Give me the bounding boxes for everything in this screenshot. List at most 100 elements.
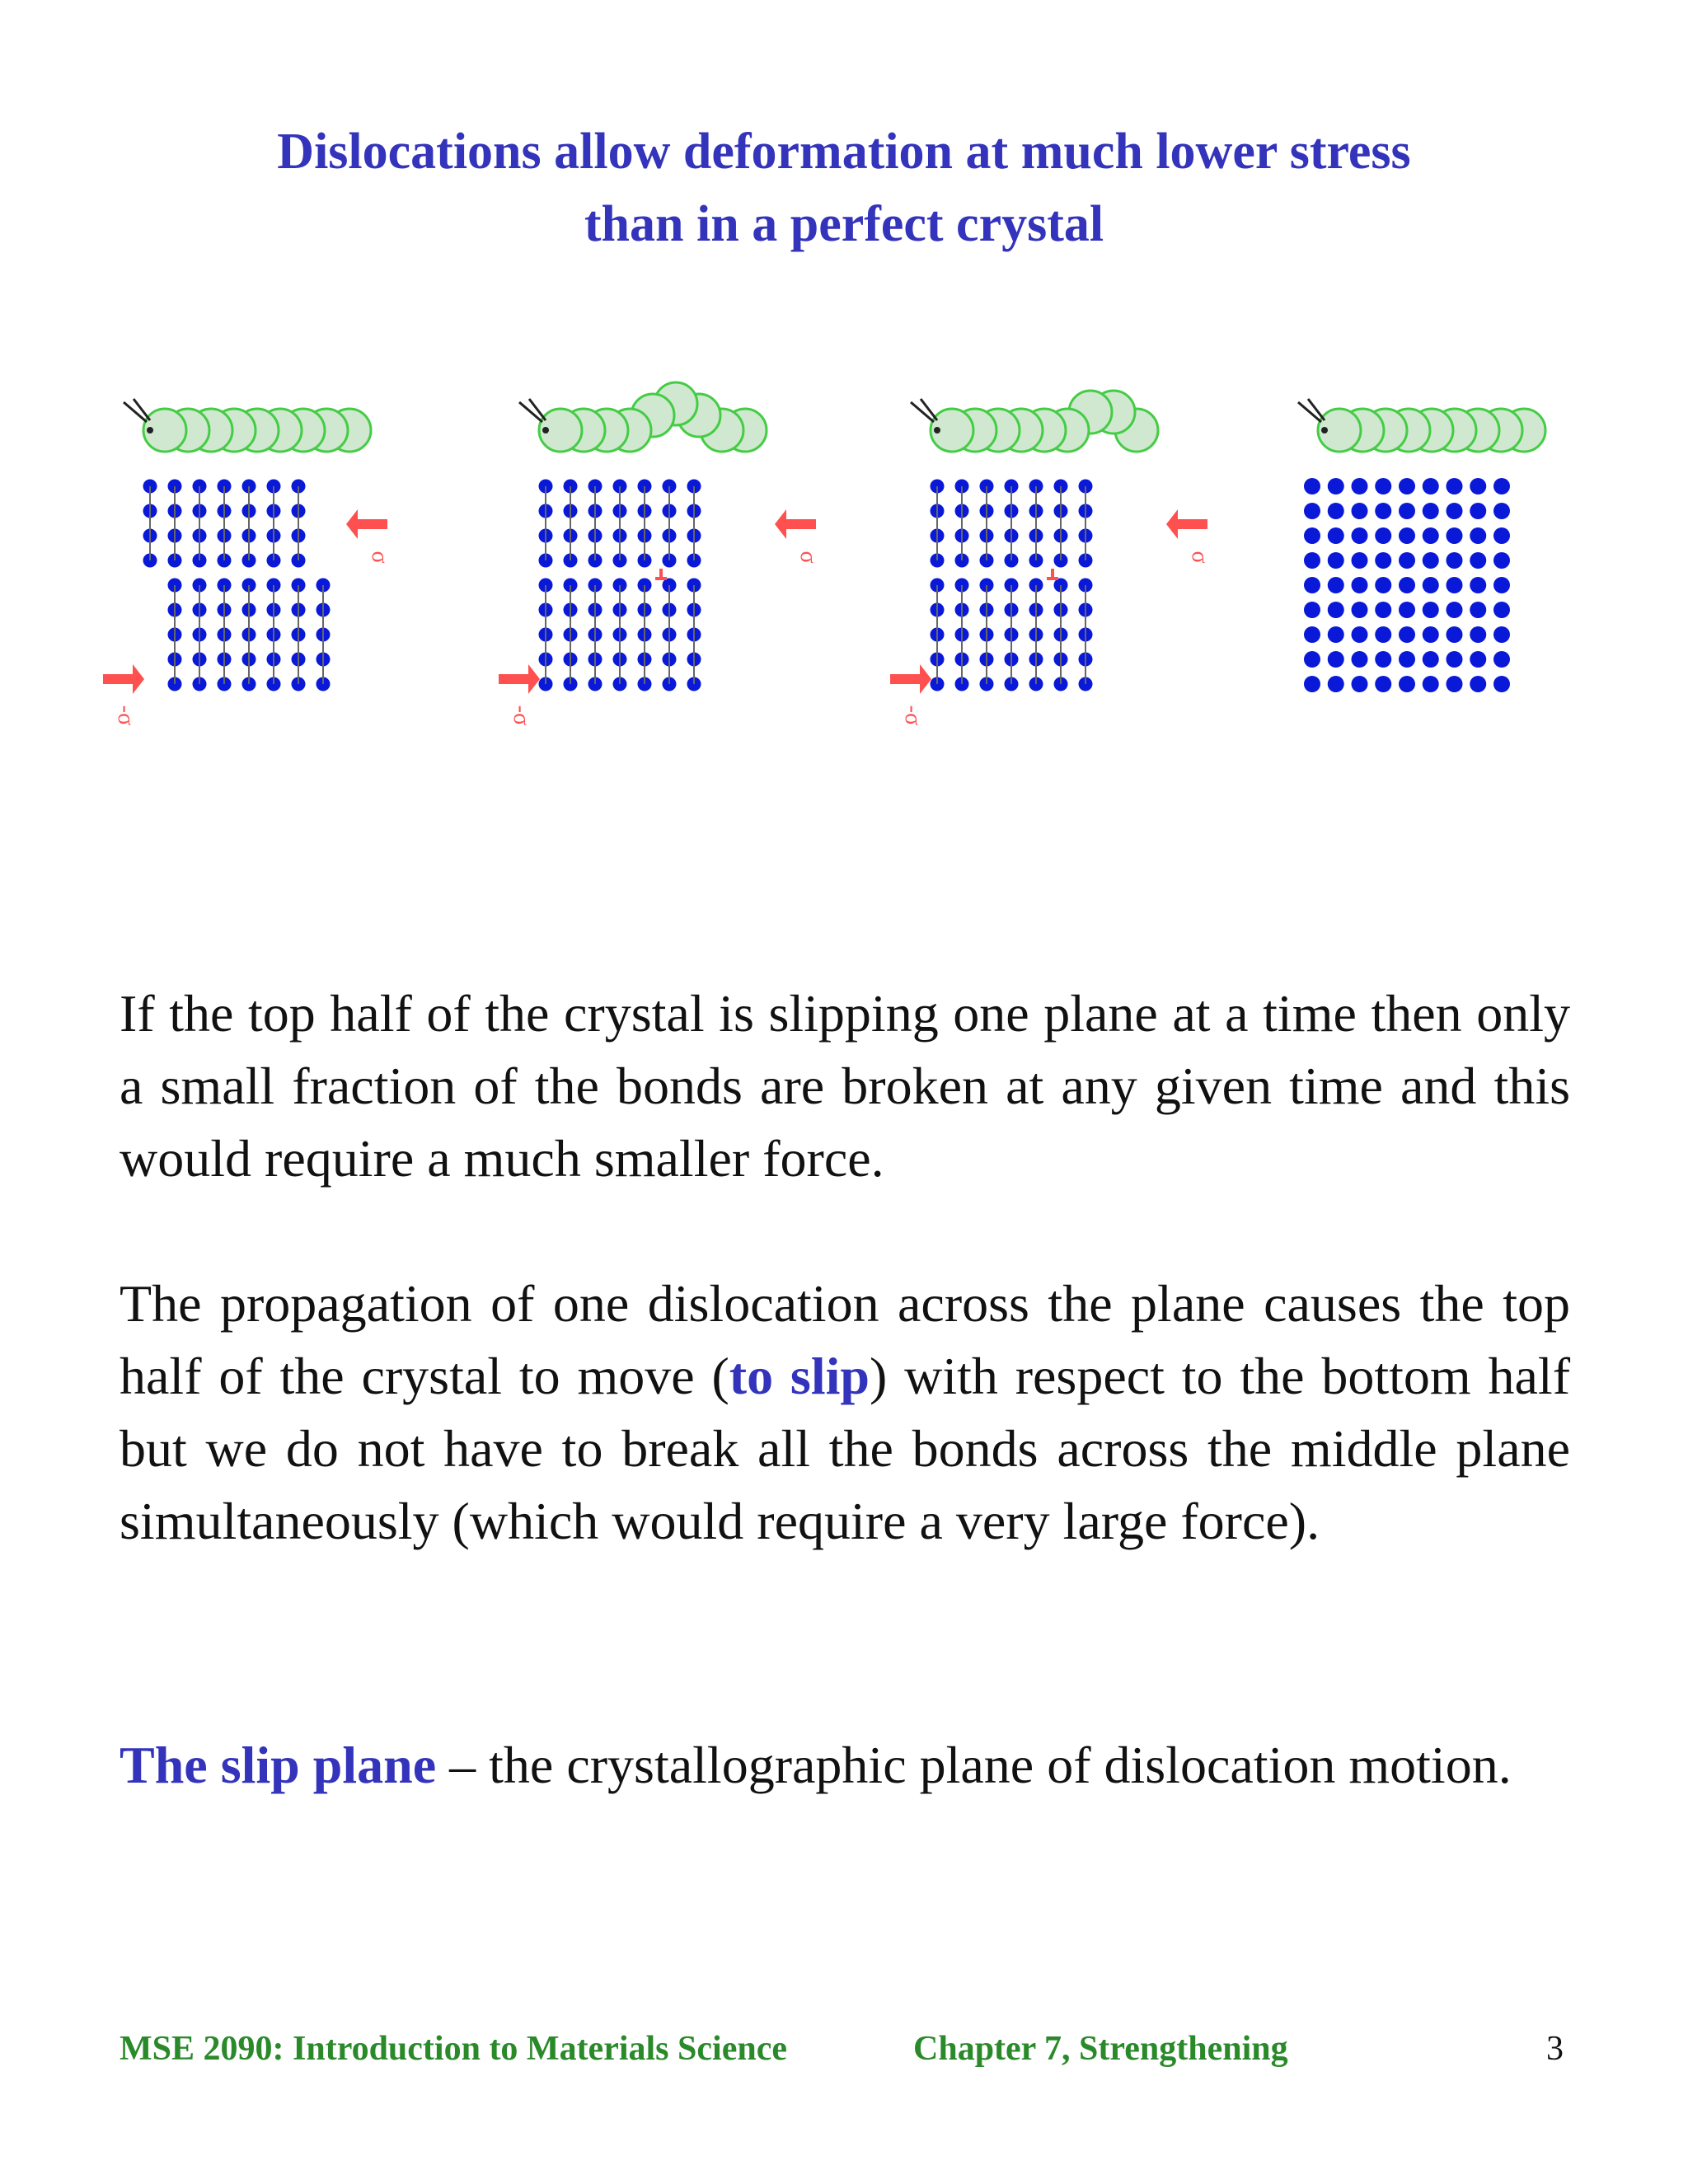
- atom-lattice: [143, 479, 331, 691]
- atom: [1446, 626, 1463, 643]
- atom: [1493, 651, 1510, 668]
- atom: [1470, 577, 1487, 593]
- atom: [1375, 552, 1392, 569]
- atom: [1351, 602, 1368, 618]
- atom: [1327, 676, 1344, 692]
- footer-chapter: Chapter 7, Strengthening: [913, 2030, 1288, 2068]
- antenna: [1306, 398, 1326, 421]
- atom: [1422, 478, 1439, 494]
- atom: [1493, 552, 1510, 569]
- atom: [1375, 626, 1392, 643]
- dislocation-figures-svg: σ-σσ-σσ-σ: [103, 381, 1547, 725]
- neg-sigma-label: -σ: [509, 705, 534, 725]
- paragraph-slipping-text: If the top half of the crystal is slippi…: [120, 984, 1570, 1188]
- atom: [1327, 577, 1344, 593]
- caterpillar-segment: [537, 407, 584, 453]
- atom: [1470, 626, 1487, 643]
- atom: [1304, 552, 1320, 569]
- atom: [1327, 527, 1344, 544]
- crystal-panel-4: [1297, 398, 1547, 692]
- term-slip-plane: The slip plane: [120, 1736, 437, 1794]
- atom: [1375, 478, 1392, 494]
- atom: [1422, 552, 1439, 569]
- atom: [1375, 577, 1392, 593]
- atom: [1493, 602, 1510, 618]
- caterpillar-head: [1297, 398, 1328, 434]
- caterpillar: [518, 381, 768, 453]
- atom: [1399, 478, 1415, 494]
- atom: [1375, 503, 1392, 519]
- atom: [1351, 527, 1368, 544]
- caterpillar-head: [123, 398, 153, 434]
- stress-arrows: σ-σ: [890, 509, 1212, 725]
- crystal-panel-1: σ-σ: [103, 398, 392, 725]
- atom: [1375, 602, 1392, 618]
- stress-arrow-left: [346, 509, 387, 539]
- stress-arrow-right: [890, 664, 931, 694]
- atom: [1446, 503, 1463, 519]
- atom-lattice: [538, 479, 701, 691]
- atom: [1422, 577, 1439, 593]
- atom: [1399, 626, 1415, 643]
- atom: [1493, 503, 1510, 519]
- atom: [1422, 602, 1439, 618]
- dislocation-symbol: [655, 569, 667, 580]
- atom-lattice: [1304, 478, 1510, 692]
- atom: [1327, 602, 1344, 618]
- atom: [1446, 577, 1463, 593]
- atom: [1304, 527, 1320, 544]
- atom: [1422, 626, 1439, 643]
- title-line-1: Dislocations allow deformation at much l…: [277, 124, 1411, 180]
- neg-sigma-label: -σ: [113, 705, 138, 725]
- caterpillar-segment: [142, 407, 188, 453]
- atom: [1470, 552, 1487, 569]
- dislocation-symbol: [1047, 569, 1058, 580]
- atom: [1351, 552, 1368, 569]
- stress-arrow-left: [775, 509, 816, 539]
- atom: [1399, 527, 1415, 544]
- footer-course: MSE 2090: Introduction to Materials Scie…: [120, 2030, 787, 2068]
- antenna: [919, 398, 939, 421]
- crystal-panel-3: σ-σ: [890, 389, 1212, 725]
- paragraph-slip-plane: The slip plane – the crystallographic pl…: [120, 1729, 1570, 1802]
- antenna: [528, 398, 547, 421]
- stress-arrows: σ-σ: [499, 509, 821, 725]
- atom: [1422, 676, 1439, 692]
- sigma-label: σ: [1187, 551, 1212, 563]
- eye: [1321, 427, 1328, 434]
- paragraph-propagation: The propagation of one dislocation acros…: [120, 1268, 1570, 1558]
- atom: [1493, 478, 1510, 494]
- stress-arrow-left: [1166, 509, 1207, 539]
- atom: [1470, 676, 1487, 692]
- atom: [1304, 478, 1320, 494]
- slide-title: Dislocations allow deformation at much l…: [82, 115, 1606, 260]
- atom: [1327, 478, 1344, 494]
- title-line-2: than in a perfect crystal: [584, 196, 1104, 252]
- atom: [1422, 503, 1439, 519]
- stress-arrows: σ-σ: [103, 509, 392, 725]
- stress-arrow-right: [103, 664, 144, 694]
- antenna: [1297, 401, 1322, 424]
- crystal-panel-2: σ-σ: [499, 381, 821, 725]
- atom: [1327, 626, 1344, 643]
- atom: [1446, 676, 1463, 692]
- atom: [1470, 527, 1487, 544]
- atom: [1304, 676, 1320, 692]
- atom: [1446, 651, 1463, 668]
- atom: [1493, 577, 1510, 593]
- antenna: [518, 401, 543, 424]
- eye: [542, 427, 549, 434]
- caterpillar-head: [910, 398, 940, 434]
- atom: [1351, 626, 1368, 643]
- antenna: [910, 401, 935, 424]
- atom: [1470, 503, 1487, 519]
- atom: [1304, 651, 1320, 668]
- atom: [1446, 602, 1463, 618]
- caterpillar: [1297, 398, 1547, 453]
- atom: [1422, 651, 1439, 668]
- atom: [1470, 478, 1487, 494]
- paragraph-propagation-start: The propagation of one dislocation acros…: [120, 1274, 1570, 1405]
- eye: [147, 427, 153, 434]
- atom: [1304, 577, 1320, 593]
